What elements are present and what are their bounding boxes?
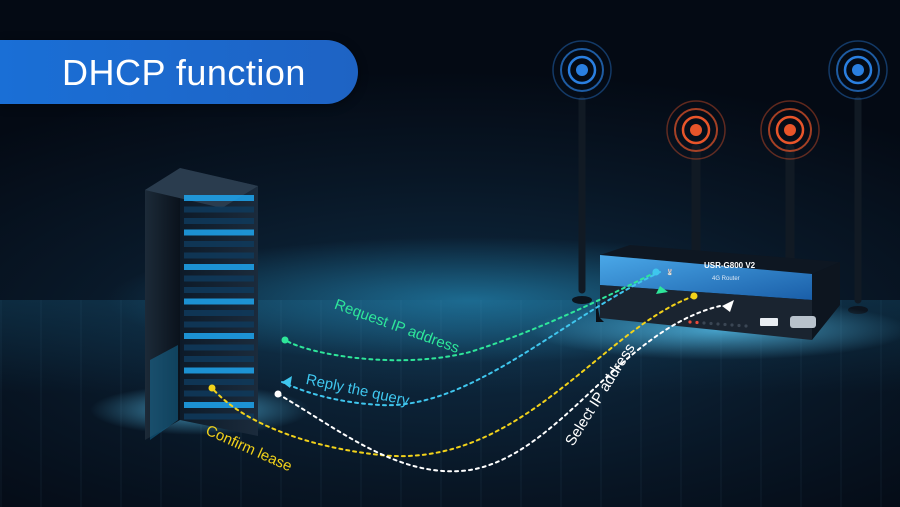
rack-slot: [184, 264, 254, 270]
server-rack-icon: [90, 168, 310, 440]
router-icon: 🐰 USR-G800 V2 4G Router: [530, 245, 900, 360]
svg-text:🐰: 🐰: [666, 268, 673, 276]
router-model-label: USR-G800 V2: [704, 261, 756, 270]
rack-slot: [184, 298, 254, 305]
router-led: [723, 322, 727, 327]
rack-slot: [184, 402, 254, 408]
rack-slot: [184, 379, 254, 385]
request-path: [284, 271, 657, 362]
rack-slot: [184, 229, 254, 236]
page-title: DHCP function: [62, 52, 306, 93]
router-led: [737, 323, 741, 328]
router-led: [702, 321, 706, 325]
select-path: [277, 305, 721, 473]
rack-slot: [184, 390, 254, 397]
rack-slot: [184, 367, 254, 374]
rack-slot: [184, 206, 254, 213]
rack-slot: [184, 413, 254, 420]
router-led: [716, 322, 720, 326]
rack-slot: [184, 333, 254, 339]
rack-slot: [184, 344, 254, 351]
rack-slot: [184, 310, 254, 316]
rack-slot: [184, 356, 254, 362]
rack-slot: [184, 252, 254, 259]
rack-slot: [184, 195, 254, 201]
router-led: [730, 323, 734, 327]
rack-slot: [184, 287, 254, 293]
router-led: [695, 320, 699, 325]
rack-slot: [184, 275, 254, 282]
rack-slot: [184, 218, 254, 224]
router-led: [688, 320, 692, 324]
router-subtitle-label: 4G Router: [712, 276, 740, 282]
router-led: [709, 321, 713, 326]
banner: DHCP function: [0, 40, 358, 104]
signal-wave-icon: [552, 40, 888, 160]
confirm-path: [211, 295, 695, 458]
antenna-icon: [572, 96, 868, 314]
rack-slot: [184, 321, 254, 328]
rack-slot: [184, 241, 254, 247]
router-led: [744, 324, 748, 328]
